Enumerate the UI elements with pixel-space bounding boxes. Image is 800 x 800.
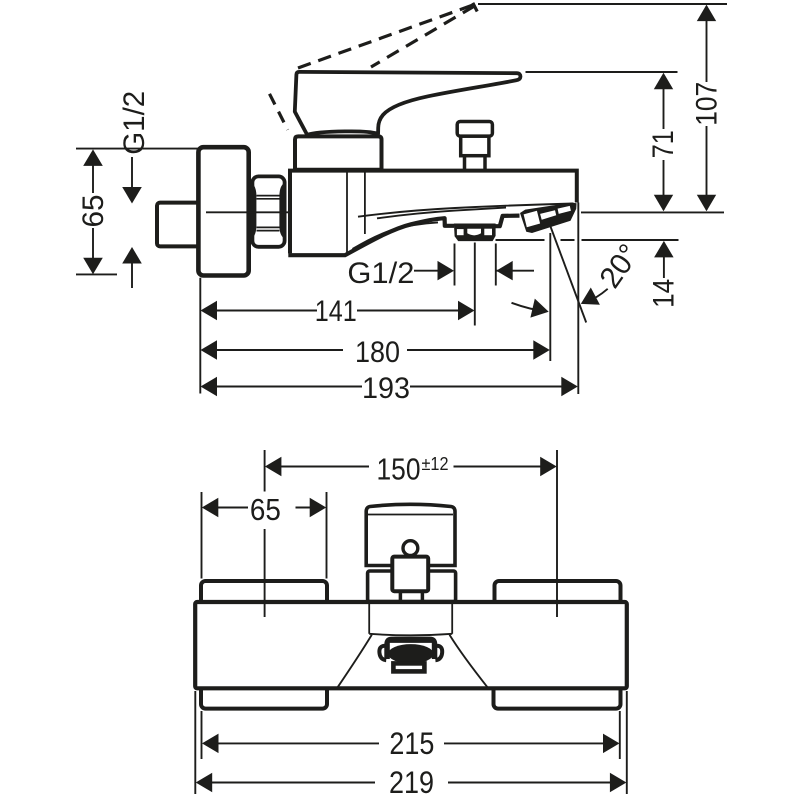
svg-text:65: 65 <box>77 195 110 228</box>
svg-text:±12: ±12 <box>422 454 449 474</box>
svg-text:107: 107 <box>690 82 723 126</box>
svg-text:219: 219 <box>389 764 434 800</box>
svg-text:71: 71 <box>647 130 680 158</box>
svg-text:141: 141 <box>315 295 357 328</box>
svg-text:150: 150 <box>377 451 421 486</box>
svg-text:14: 14 <box>648 279 681 308</box>
svg-text:193: 193 <box>362 372 410 405</box>
svg-text:215: 215 <box>389 725 434 761</box>
svg-text:G1/2: G1/2 <box>118 91 151 155</box>
svg-text:180: 180 <box>355 336 400 369</box>
svg-text:65: 65 <box>250 492 281 527</box>
svg-text:G1/2: G1/2 <box>347 257 414 290</box>
